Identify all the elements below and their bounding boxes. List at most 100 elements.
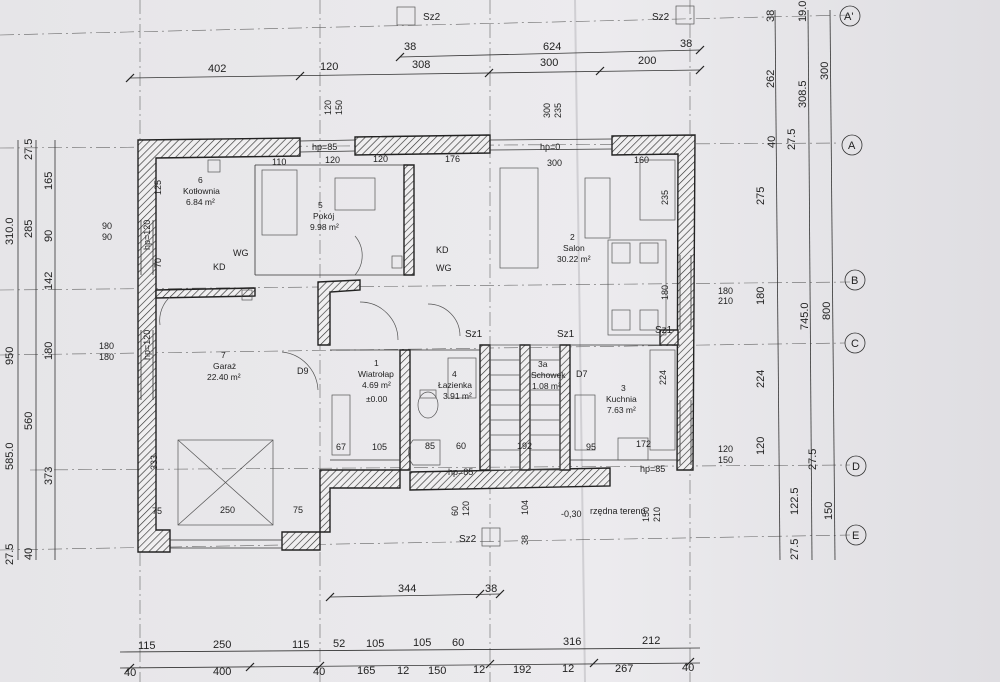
interior-dim: 150 [641, 507, 651, 522]
bottom-dim-1: 316 [563, 636, 581, 648]
room-name: Pokój [313, 211, 334, 221]
sill-height: hp=85 [640, 464, 665, 474]
top-dimensions: 402 120 308 300 200 38 624 38 [208, 38, 692, 75]
interior-dimensions: 110 120 120 176 300 160 90 90 180 180 18… [99, 100, 733, 545]
right-dim: 300 [819, 62, 831, 80]
room-wiatrolap: 1 Wiatrołap 4.69 m² ±0.00 [358, 358, 394, 404]
axis-label-e: E [852, 530, 859, 542]
sz2-label: Sz2 [459, 534, 477, 545]
interior-dim: 150 [334, 100, 344, 115]
left-dim: 142 [43, 272, 55, 290]
interior-dim: 235 [553, 103, 563, 118]
left-dim: 585.0 [4, 442, 16, 470]
interior-dim: 180 [99, 341, 114, 351]
bottom-dim-1: 115 [292, 639, 310, 651]
interior-dim: 172 [636, 439, 651, 449]
room-area: 6.84 m² [186, 197, 215, 207]
annotations: Sz2 Sz2 Sz2 Sz1 Sz1 Sz1 -0,30 rzędna ter… [142, 12, 673, 545]
interior-dim: 192 [517, 441, 532, 451]
interior-dim: 125 [153, 180, 163, 195]
sill-height: hp=85 [312, 142, 337, 152]
right-dim: 27.5 [807, 449, 819, 470]
right-dim: 800 [821, 302, 833, 320]
left-dim: 560 [23, 412, 35, 430]
interior-dim: 120 [373, 154, 388, 164]
bottom-dim-1: 105 [413, 637, 431, 649]
left-dimensions: 950 585.0 310.0 560 285 27.5 373 180 90 … [4, 139, 55, 565]
room-number: 7 [221, 350, 226, 360]
interior-dim: 85 [425, 441, 435, 451]
interior-dim: 250 [220, 505, 235, 515]
room-garaz: 7 Garaż 22.40 m² [207, 350, 241, 382]
bottom-dim-1: 212 [642, 635, 660, 647]
interior-dim: 120 [461, 501, 471, 516]
room-area: 22.40 m² [207, 372, 241, 382]
interior-dim: 90 [102, 232, 112, 242]
right-dim: 40 [766, 136, 778, 148]
room-number: 1 [374, 358, 379, 368]
sill-height: hp=0 [540, 142, 560, 152]
room-name: Garaż [213, 361, 236, 371]
interior-dim: 180 [718, 286, 733, 296]
axis-label-b: B [851, 275, 858, 287]
level-mark: ±0.00 [366, 394, 387, 404]
sill-height: hp=120 [142, 220, 152, 250]
left-dim: 27.5 [4, 544, 16, 565]
left-dim: 180 [43, 342, 55, 360]
bottom-dim-2: 150 [428, 665, 446, 677]
interior-dim: 120 [718, 444, 733, 454]
mid-dim: 38 [485, 583, 497, 595]
room-area: 4.69 m² [362, 380, 391, 390]
room-schowek: 3a Schowek 1.08 m² [531, 359, 566, 391]
interior-dim: 160 [634, 155, 649, 165]
right-dim: 120 [755, 437, 767, 455]
interior-dim: 38 [520, 535, 530, 545]
bottom-dim-1: 52 [333, 638, 345, 650]
interior-dim: 60 [450, 506, 460, 516]
right-dim: 27.5 [789, 539, 801, 560]
left-dim: 165 [43, 172, 55, 190]
top-dim: 38 [680, 38, 692, 50]
room-kotlownia: 6 Kotłownia 6.84 m² [183, 175, 220, 207]
interior-dim: 180 [660, 285, 670, 300]
sz2-label: Sz2 [652, 12, 670, 23]
room-area: 9.98 m² [310, 222, 339, 232]
interior-dim: 90 [102, 221, 112, 231]
left-dim: 90 [43, 230, 55, 242]
room-kuchnia: 3 Kuchnia 7.63 m² [606, 383, 637, 415]
kd-label: KD [213, 262, 226, 272]
bottom-dim-2: 40 [124, 667, 136, 679]
axis-label-c: C [851, 338, 859, 350]
interior-dim: 95 [586, 442, 596, 452]
room-area: 1.08 m² [532, 381, 561, 391]
kd-label: KD [436, 245, 449, 255]
bottom-dim-1: 105 [366, 638, 384, 650]
wg-label: WG [233, 248, 249, 258]
furniture [159, 5, 695, 547]
bottom-dimensions: 115 250 115 52 105 105 60 316 212 40 400… [124, 583, 694, 679]
top-dim: 38 [404, 41, 416, 53]
axis-label-a: A [848, 140, 856, 152]
interior-dim: 104 [520, 500, 530, 515]
room-name: Łazienka [438, 380, 472, 390]
bottom-dim-2: 40 [682, 662, 694, 674]
bottom-dim-2: 400 [213, 666, 231, 678]
interior-dim: 120 [323, 100, 333, 115]
room-number: 4 [452, 369, 457, 379]
bottom-dim-1: 250 [213, 639, 231, 651]
sz1-label: Sz1 [465, 329, 483, 340]
interior-dim: 120 [325, 155, 340, 165]
interior-dim: 180 [99, 352, 114, 362]
bottom-dim-2: 267 [615, 663, 633, 675]
room-name: Kotłownia [183, 186, 220, 196]
room-pokoj: 5 Pokój 9.98 m² [310, 200, 339, 232]
interior-dim: 105 [372, 442, 387, 452]
interior-dim: 210 [652, 507, 662, 522]
bottom-dim-2: 12 [397, 665, 409, 677]
right-dim: 224 [755, 370, 767, 388]
right-dim: 27.5 [786, 129, 798, 150]
axis-markers: A' A B C D E [839, 5, 867, 546]
left-dim: 285 [23, 220, 35, 238]
interior-dim: 75 [293, 505, 303, 515]
interior-dim: 300 [542, 103, 552, 118]
